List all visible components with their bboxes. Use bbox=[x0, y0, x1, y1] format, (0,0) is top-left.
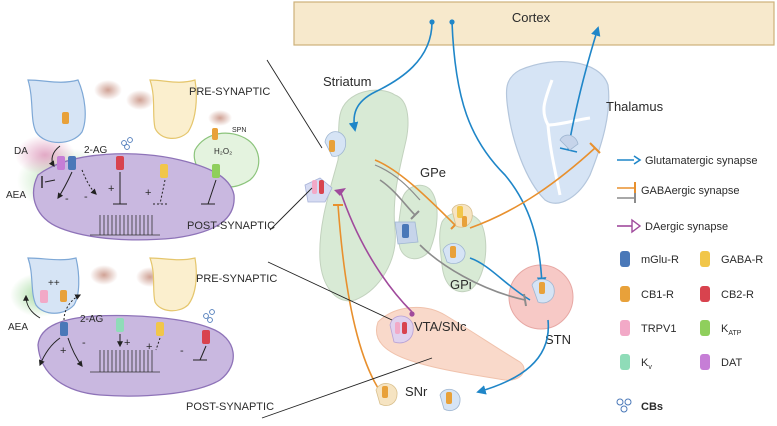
gpi-label: GPi bbox=[450, 277, 472, 292]
svg-text:-: - bbox=[180, 345, 184, 357]
legend: Glutamatergic synapse GABAergic synapse … bbox=[616, 155, 763, 413]
receptor-cluster-gpi bbox=[451, 203, 473, 228]
path-cortex-stn bbox=[451, 21, 547, 287]
svg-text:TRPV1: TRPV1 bbox=[641, 323, 676, 335]
receptor-cluster-striatum-pink bbox=[304, 177, 333, 203]
legend-k-v: Kv bbox=[620, 354, 652, 371]
svg-text:+: + bbox=[108, 183, 114, 195]
legend-glutamatergic: Glutamatergic synapse bbox=[617, 155, 758, 167]
top-aea-label: AEA bbox=[6, 190, 26, 201]
legend-cbs: CBs bbox=[616, 398, 663, 413]
svg-text:+: + bbox=[145, 187, 151, 199]
thalamus-divider bbox=[542, 79, 591, 196]
cortex-region bbox=[293, 1, 775, 46]
da-terminal bbox=[409, 311, 415, 317]
gpe-label: GPe bbox=[420, 165, 446, 180]
legend-mglu-r: mGlu-R bbox=[620, 251, 679, 267]
svg-text:mGlu-R: mGlu-R bbox=[641, 254, 679, 266]
cortex-terminal-right bbox=[449, 19, 455, 25]
top-spn-label: SPN bbox=[232, 127, 246, 134]
legend-daergic: DAergic synapse bbox=[617, 218, 728, 234]
receptor-cluster-gpi-lower bbox=[442, 243, 466, 264]
snr-label: SNr bbox=[405, 384, 428, 399]
callout-line-top-2 bbox=[269, 187, 313, 231]
bottom-2ag-label: 2-AG bbox=[80, 314, 104, 325]
top-2ag-label: 2-AG bbox=[84, 145, 108, 156]
svg-text:-: - bbox=[82, 337, 86, 349]
path-gpi-thalamus bbox=[469, 147, 596, 229]
path-cortex-striatum bbox=[348, 21, 433, 132]
bottom-post-label: POST-SYNAPTIC bbox=[186, 401, 274, 413]
path-striatum-gpi bbox=[374, 159, 456, 226]
legend-cb1-r: CB1-R bbox=[620, 286, 674, 302]
callout-line-top-1 bbox=[266, 59, 323, 149]
stn-label: STN bbox=[545, 332, 571, 347]
svg-text:KATP: KATP bbox=[721, 323, 742, 337]
callout-line-bottom-2 bbox=[261, 357, 433, 419]
receptor-cluster-stn bbox=[531, 278, 555, 304]
receptor-cluster-vta bbox=[389, 315, 414, 344]
svg-text:CBs: CBs bbox=[641, 401, 663, 413]
top-h2o2-label: H₂O₂ bbox=[214, 147, 232, 156]
vta-snc-label: VTA/SNc bbox=[414, 319, 467, 334]
legend-gabaergic: GABAergic synapse bbox=[617, 182, 739, 203]
grey-tee-gpe bbox=[410, 210, 420, 220]
top-da-label: DA bbox=[14, 146, 28, 157]
top-synapse-panel: + + - - DA AEA 2-AG SPN H₂O₂ PRE-SYNAPTI… bbox=[6, 79, 275, 241]
striatum-label: Striatum bbox=[323, 74, 371, 89]
legend-gaba-r: GABA-R bbox=[700, 251, 763, 267]
svg-text:CB2-R: CB2-R bbox=[721, 289, 754, 301]
bottom-pre-label: PRE-SYNAPTIC bbox=[196, 273, 277, 285]
da-tee-striatum bbox=[334, 188, 346, 196]
thalamus-label: Thalamus bbox=[606, 99, 664, 114]
svg-text:Glutamatergic synapse: Glutamatergic synapse bbox=[645, 155, 758, 167]
striatum-region bbox=[319, 89, 409, 302]
svg-text:GABAergic synapse: GABAergic synapse bbox=[641, 185, 739, 197]
bottom-postsynaptic-cell bbox=[37, 314, 234, 397]
svg-text:+: + bbox=[146, 341, 152, 353]
bottom-aea-label: AEA bbox=[8, 322, 28, 333]
cortex-label: Cortex bbox=[512, 10, 551, 25]
legend-cb2-r: CB2-R bbox=[700, 286, 754, 302]
legend-trpv1: TRPV1 bbox=[620, 320, 676, 336]
svg-text:+: + bbox=[124, 337, 130, 349]
top-pre-label: PRE-SYNAPTIC bbox=[189, 86, 270, 98]
legend-dat: DAT bbox=[700, 354, 742, 370]
receptor-cluster-striatum bbox=[324, 131, 347, 157]
grey-tee-stn bbox=[523, 293, 527, 307]
svg-text:GABA-R: GABA-R bbox=[721, 254, 763, 266]
gaba-tee-thalamus bbox=[589, 142, 601, 154]
svg-text:-: - bbox=[65, 193, 69, 205]
svg-text:+: + bbox=[60, 345, 66, 357]
path-gpe-grey-loop bbox=[374, 164, 421, 201]
svg-text:CB1-R: CB1-R bbox=[641, 289, 674, 301]
receptor-cluster-thalamus bbox=[559, 134, 579, 151]
top-post-label: POST-SYNAPTIC bbox=[187, 220, 275, 232]
svg-text:DAergic synapse: DAergic synapse bbox=[645, 221, 728, 233]
bottom-synapse-panel: ++ + + + - - AEA 2-AG PRE-SYNAPTIC POST-… bbox=[8, 257, 277, 413]
svg-text:++: ++ bbox=[48, 278, 60, 289]
receptor-cluster-gpe bbox=[394, 221, 419, 245]
thalamus-region bbox=[505, 60, 610, 204]
path-stn-snr bbox=[476, 319, 550, 395]
legend-k-atp: KATP bbox=[700, 320, 742, 337]
svg-text:DAT: DAT bbox=[721, 357, 742, 369]
callout-line-bottom-1 bbox=[267, 261, 393, 321]
svg-text:-: - bbox=[84, 191, 88, 203]
svg-text:Kv: Kv bbox=[641, 357, 652, 371]
receptor-cluster-snr bbox=[375, 383, 461, 412]
path-gpe-stn bbox=[419, 244, 526, 301]
path-striatum-gpe bbox=[379, 179, 416, 216]
path-vta-striatum bbox=[339, 189, 413, 313]
cortex-terminal-left bbox=[429, 19, 435, 25]
path-thalamus-bar bbox=[559, 147, 578, 153]
